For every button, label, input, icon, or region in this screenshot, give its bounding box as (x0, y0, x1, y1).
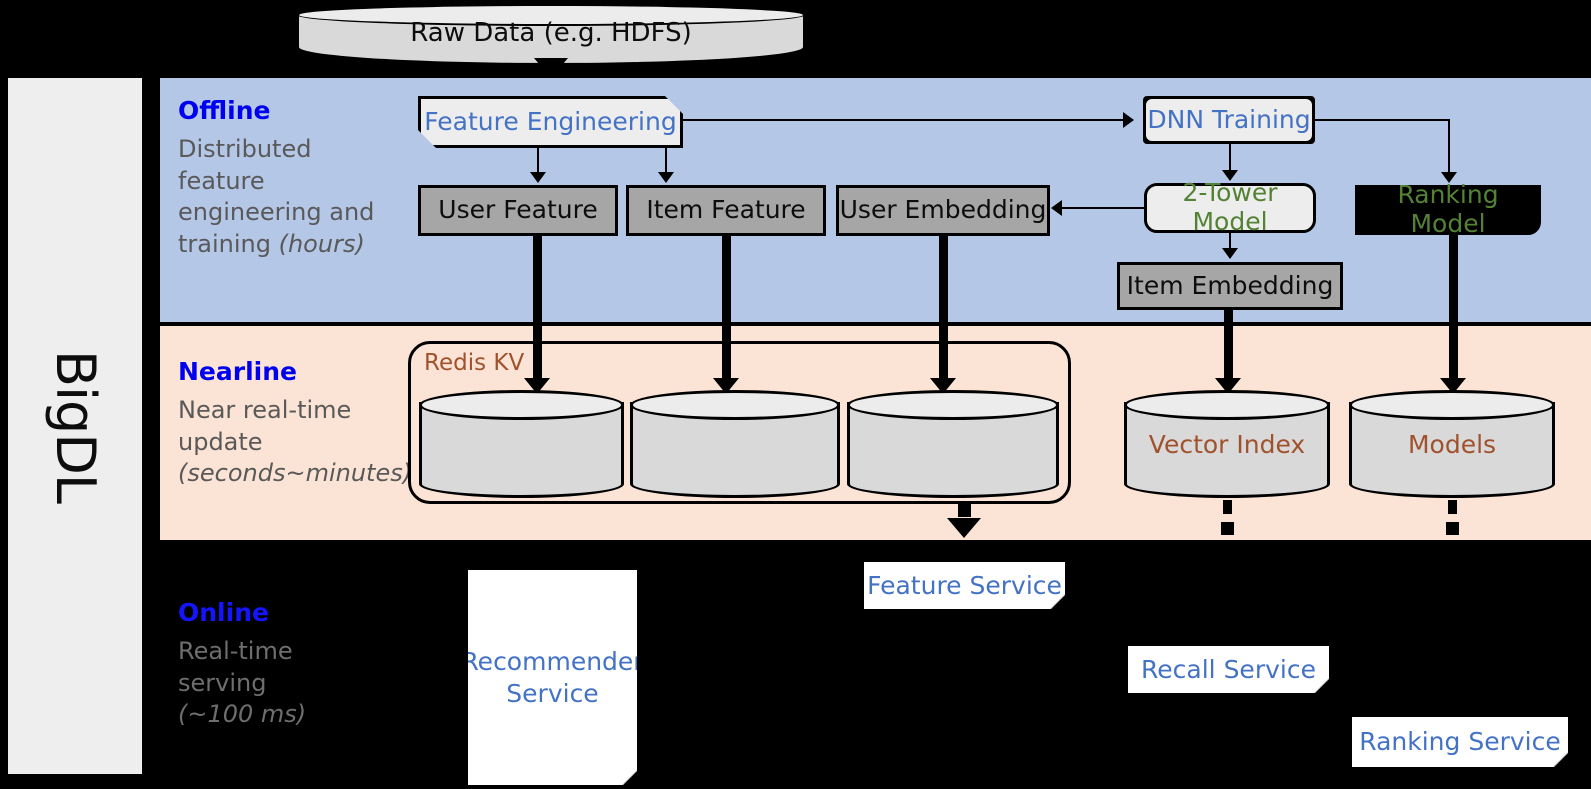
cylinder-top (297, 4, 805, 26)
online-desc: Real-time serving (~100 ms) (178, 636, 403, 731)
item-embedding-label: Item Embedding (1126, 270, 1334, 300)
feature-engineering-label: Feature Engineering (424, 106, 677, 136)
online-desc-em: (~100 ms) (178, 700, 307, 729)
pipe-user-embedding (939, 236, 948, 384)
store-user-embedding[interactable] (847, 390, 1059, 498)
caption-online: Online Real-time serving (~100 ms) (178, 598, 403, 731)
cylinder-top (1349, 390, 1555, 420)
cylinder-top (1124, 390, 1330, 420)
node-dnn-training[interactable]: DNN Training (1143, 96, 1315, 144)
node-item-embedding[interactable]: Item Embedding (1117, 262, 1343, 310)
stub-vector-index-a (1223, 500, 1232, 514)
pipe-user-feature (533, 236, 542, 384)
recall-service-label: Recall Service (1141, 654, 1316, 684)
node-user-embedding[interactable]: User Embedding (836, 185, 1050, 236)
node-user-feature[interactable]: User Feature (418, 185, 618, 236)
caption-nearline: Nearline Near real-time update (seconds~… (178, 357, 412, 490)
edge-fe-dnn (683, 119, 1123, 121)
pipe-item-feature (722, 236, 731, 384)
node-ranking-model[interactable]: Ranking Model (1355, 180, 1541, 238)
ranking-model-label: Ranking Model (1397, 180, 1499, 238)
node-feature-engineering[interactable]: Feature Engineering (418, 96, 683, 148)
stub-models-b (1446, 522, 1459, 535)
offline-desc-l2: feature (178, 166, 265, 195)
online-desc-l1: Real-time (178, 637, 293, 665)
store-item-feature[interactable] (630, 390, 840, 498)
pipe-ranking-model (1449, 235, 1458, 384)
node-2-tower-model[interactable]: 2-Tower Model (1144, 178, 1316, 236)
nearline-title: Nearline (178, 357, 297, 386)
offline-desc-em: (hours) (278, 230, 365, 259)
bigdl-label-wrap: BigDL (8, 78, 142, 774)
stub-redis-out (958, 504, 971, 517)
user-embedding-label: User Embedding (839, 195, 1047, 225)
user-feature-label: User Feature (438, 195, 598, 225)
bigdl-rail: BigDL (8, 78, 142, 774)
recommender-service-l1: Recommender (461, 647, 644, 677)
edge-2tower-itemembedding (1229, 233, 1231, 251)
arrowhead-dnn-ranking (1441, 172, 1457, 183)
arrowhead-fe-userfeature (530, 172, 546, 183)
raw-data-label: Raw Data (e.g. HDFS) (410, 17, 692, 48)
redis-kv-label: Redis KV (424, 350, 525, 376)
stub-models-a (1448, 500, 1457, 514)
node-ranking-service[interactable]: Ranking Service (1352, 717, 1568, 767)
offline-desc-l4: training (178, 230, 279, 259)
cylinder-top (419, 390, 624, 420)
nearline-desc: Near real-time update (seconds~minutes) (178, 395, 412, 490)
edge-2tower-userembedding (1062, 207, 1146, 209)
online-title: Online (178, 598, 269, 627)
edge-dnn-2tower (1229, 144, 1231, 172)
edge-fe-userfeature (537, 148, 539, 174)
dnn-training-label: DNN Training (1147, 104, 1311, 134)
arrowhead-fe-dnn (1123, 112, 1134, 128)
vector-index-label: Vector Index (1148, 429, 1306, 459)
nearline-desc-l1: Near real-time (178, 396, 352, 424)
cylinder-top (847, 390, 1059, 420)
store-user-feature[interactable] (419, 390, 624, 498)
offline-desc: Distributed feature engineering and trai… (178, 134, 403, 261)
recommender-service-l2: Service (506, 678, 599, 708)
feature-service-label: Feature Service (867, 570, 1062, 600)
node-recall-service[interactable]: Recall Service (1128, 646, 1329, 693)
node-feature-service[interactable]: Feature Service (864, 562, 1065, 609)
stub-vector-index-b (1221, 522, 1234, 535)
bigdl-label: BigDL (43, 349, 107, 503)
edge-dnn-ranking-v (1448, 119, 1450, 174)
offline-desc-l3: engineering and (178, 198, 375, 227)
ranking-service-label: Ranking Service (1359, 727, 1561, 757)
models-label: Models (1407, 429, 1497, 459)
cylinder-top (630, 390, 840, 420)
item-feature-label: Item Feature (646, 195, 806, 225)
pipe-item-embedding (1224, 310, 1233, 384)
arrowhead-dnn-2tower (1222, 170, 1238, 181)
two-tower-model-label: 2-Tower Model (1182, 178, 1278, 236)
raw-data-cylinder: Raw Data (e.g. HDFS) (297, 4, 805, 65)
store-user-embedding-label (847, 390, 1059, 498)
arrowhead-redis-featureservice (947, 518, 981, 538)
arrowhead-2tower-userembedding (1051, 200, 1062, 216)
caption-offline: Offline Distributed feature engineering … (178, 96, 403, 261)
arrowhead-2tower-itemembedding (1222, 248, 1238, 259)
store-item-feature-label (630, 390, 840, 498)
arrowhead-rawdata-fe (534, 58, 568, 78)
node-item-feature[interactable]: Item Feature (626, 185, 826, 236)
store-models[interactable]: Models (1349, 390, 1555, 498)
nearline-desc-l2: update (178, 427, 263, 456)
edge-fe-itemfeature (665, 148, 667, 174)
nearline-desc-em: (seconds~minutes) (178, 459, 413, 488)
edge-dnn-ranking-h (1315, 119, 1450, 121)
offline-desc-l1: Distributed (178, 135, 312, 163)
online-desc-l2: serving (178, 668, 267, 697)
arrowhead-fe-itemfeature (658, 172, 674, 183)
offline-title: Offline (178, 96, 271, 125)
redis-kv-container (408, 341, 1071, 504)
node-recommender-service[interactable]: Recommender Service (468, 570, 637, 785)
store-user-feature-label (419, 390, 624, 498)
store-vector-index[interactable]: Vector Index (1124, 390, 1330, 498)
recommender-service-label: Recommender Service (461, 646, 643, 709)
